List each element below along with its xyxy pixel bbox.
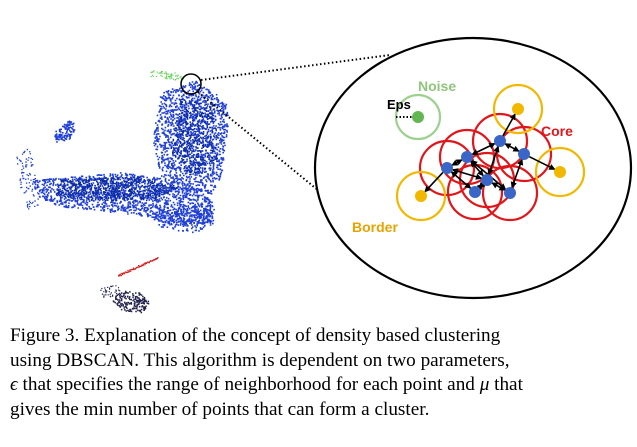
mu-symbol: μ: [479, 374, 490, 395]
zoom-connector-bottom: [197, 91, 331, 201]
figure-caption: Figure 3. Explanation of the concept of …: [10, 324, 630, 422]
caption-line-3-end: that: [489, 374, 523, 395]
caption-line-3-text: that specifies the range of neighborhood…: [17, 374, 480, 395]
border-label: Border: [352, 219, 398, 235]
dbscan-illustration: [394, 83, 586, 222]
eps-label: Eps: [387, 97, 411, 112]
epsilon-symbol: ϵ: [10, 374, 18, 395]
dbscan-figure: Noise Eps Core Border: [16, 36, 633, 314]
point-cloud-scan: [16, 70, 229, 314]
caption-line-2: using DBSCAN. This algorithm is dependen…: [10, 349, 510, 371]
core-label: Core: [541, 123, 573, 139]
caption-line-1: Figure 3. Explanation of the concept of …: [10, 325, 501, 346]
caption-line-4: gives the min number of points that can …: [10, 398, 430, 420]
noise-label: Noise: [418, 78, 456, 94]
zoom-source-circle: [180, 73, 202, 95]
caption-line-3: ϵ that specifies the range of neighborho…: [10, 373, 630, 398]
